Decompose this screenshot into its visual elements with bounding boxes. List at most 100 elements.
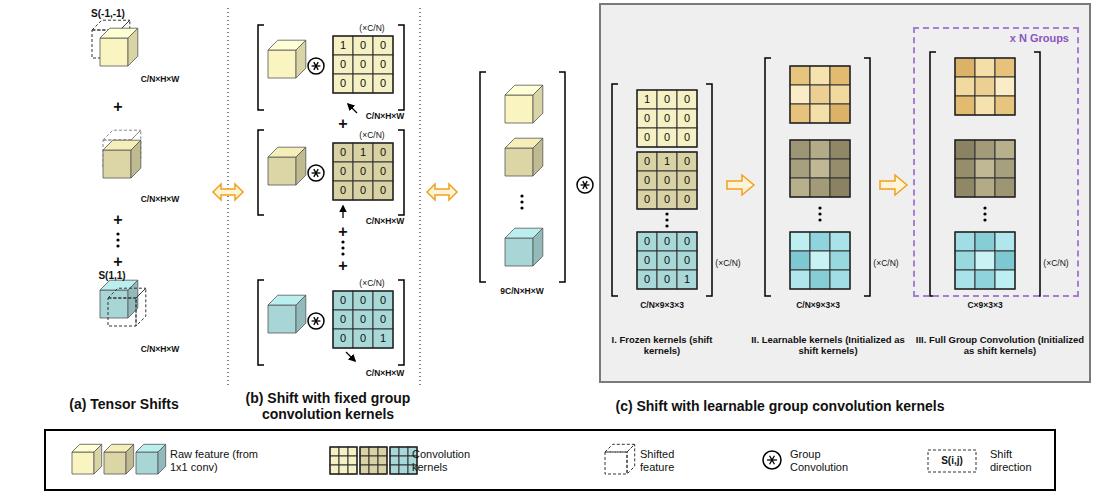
kernel-value: 0 [684,254,690,267]
kernel-cell [995,251,1015,270]
kernel-value: 0 [644,235,650,248]
kernel-border [637,152,697,209]
symbol-circle [763,451,781,469]
kernel-cell [637,232,657,251]
kernel-cell [657,109,677,128]
kernel-cell [790,66,810,85]
label: C/N×H×W [141,75,180,85]
kernel-value: 0 [644,193,650,206]
kernel-cell [333,162,353,181]
symbol-star [583,181,587,189]
step-arrow [880,175,907,195]
label: (×C/N) [359,24,384,34]
group-conv-symbol [577,177,593,193]
kernel-cell [830,232,850,251]
cube-face [94,444,102,474]
kernel-cell [955,251,975,270]
kernel-cell [995,77,1015,96]
legend-text: Raw feature (from 1x1 conv) [170,448,270,473]
background-layer [45,4,1090,490]
kernel-cell [373,291,393,310]
kernel-border [330,447,357,474]
kernel-cell [810,66,830,85]
kernel-value: 0 [340,146,346,159]
equivalence-arrow [213,184,243,200]
kernel-cell [995,58,1015,77]
label: (×C/N) [715,259,740,269]
label: (×C/N) [1043,259,1068,269]
kernel-cell [677,128,697,147]
kernel-grid [955,58,1015,115]
kernel-cell [955,77,975,96]
shift-direction-sample [928,450,976,472]
kernel-value: 0 [380,165,386,178]
group-conv-symbol [308,313,324,329]
kernel-value: 0 [360,294,366,307]
kernel-value: 0 [380,39,386,52]
cube-face [136,452,158,474]
kernel-cell [333,143,353,162]
kernel-cell [637,128,657,147]
bracket [258,130,404,215]
kernel-cell [637,109,657,128]
group-title: x N Groups [915,29,1077,44]
kernel-value: 0 [340,294,346,307]
kernel-value: 0 [684,155,690,168]
feature-cube [505,228,543,266]
symbol-star [314,169,318,177]
kernel-grid [637,232,697,289]
group-conv-symbol [308,165,324,181]
separator [419,8,420,385]
kernel-cell [955,178,975,197]
legend-text: Group Convolution [790,448,870,473]
kernel-cell [399,465,408,474]
kernel-cell [353,310,373,329]
art-layer [72,20,1040,474]
feature-cube [104,444,134,474]
kernel-cell [339,447,348,456]
kernel-cell [975,251,995,270]
cube-face [533,138,543,176]
kernel-cell [369,465,378,474]
symbol-star [583,181,587,189]
cube-face [505,95,533,123]
cube-face [268,305,296,333]
kernel-cell [373,36,393,55]
kernel-value: 0 [380,58,386,71]
kernel-value: 0 [664,235,670,248]
symbol-circle [308,58,324,74]
kernel-cell [360,465,369,474]
label: C/N×H×W [141,345,180,355]
kernel-cell [333,74,353,93]
kernel-cell [810,270,830,289]
kernel-cell [369,456,378,465]
kernel-grid [330,447,357,474]
kernel-cell [637,90,657,109]
kernel-value: 0 [360,77,366,90]
separator [227,8,228,385]
label: S(1,1) [98,270,125,282]
kernel-cell [975,270,995,289]
kernel-value: 1 [684,273,690,286]
kernel-cell [830,159,850,178]
shift-arrow [342,206,343,218]
kernel-cell [995,178,1015,197]
kernel-cell [657,251,677,270]
kernel-border [637,232,697,289]
kernel-value: 0 [340,77,346,90]
kernel-cell [333,291,353,310]
label: C/N×9×3×3 [640,301,684,311]
kernel-cell [790,85,810,104]
kernel-cell [830,270,850,289]
kernel-cell [810,159,830,178]
shifted-feature-outline [605,444,635,474]
kernel-cell [637,190,657,209]
cube-face [268,157,296,185]
kernel-border [955,232,1015,289]
kernel-cell [677,109,697,128]
kernel-cell [975,178,995,197]
cube-face [505,148,533,176]
kernel-grid [790,140,850,197]
cube-face [505,238,533,266]
kernel-border [790,140,850,197]
